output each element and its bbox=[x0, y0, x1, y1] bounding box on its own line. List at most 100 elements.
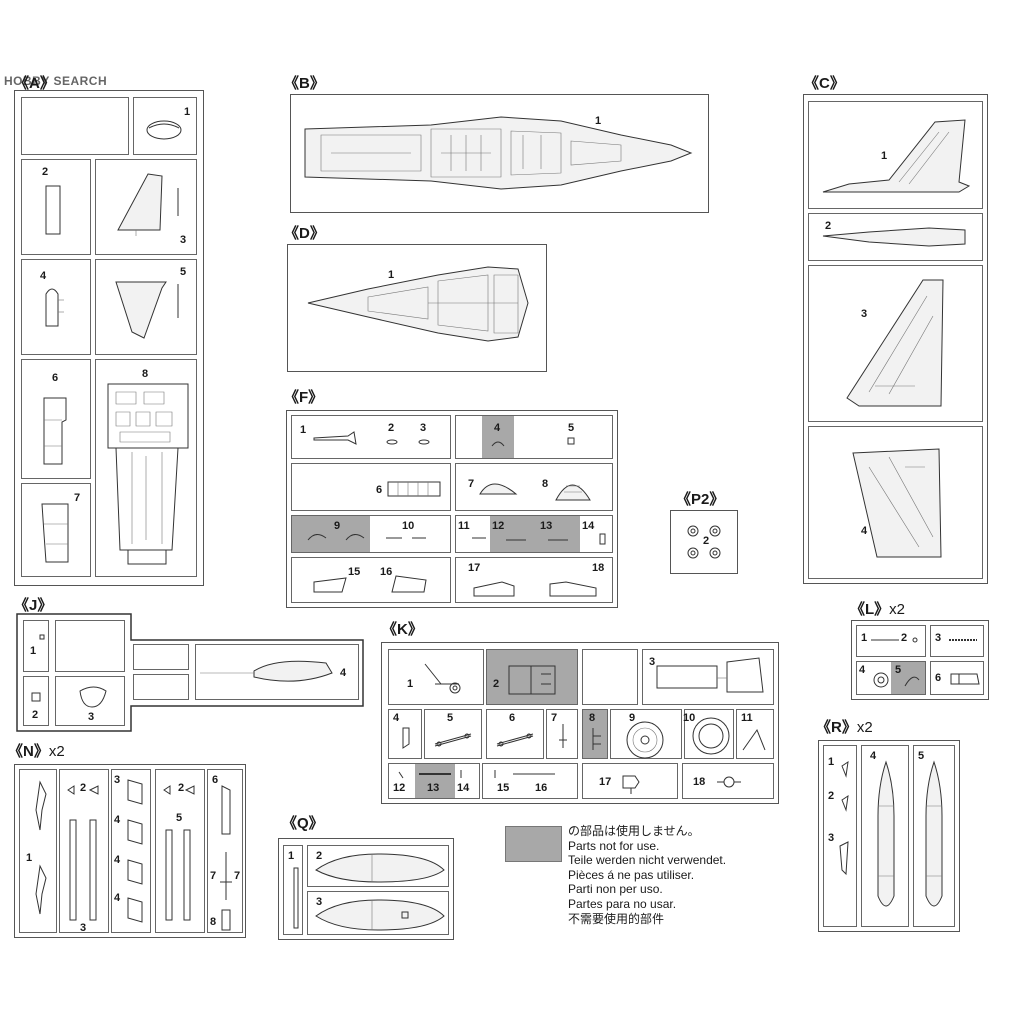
part-number: 3 bbox=[316, 896, 323, 908]
sprue-l-cell-1-2: 1 2 bbox=[856, 625, 926, 657]
sprue-j-cell-2: 2 bbox=[23, 676, 49, 726]
part-n5-drawing bbox=[163, 785, 195, 921]
part-j3-drawing bbox=[79, 686, 107, 708]
unused-part-highlight bbox=[292, 516, 370, 552]
unused-part-highlight bbox=[891, 662, 925, 694]
part-number: 2 bbox=[80, 782, 87, 794]
part-number: 5 bbox=[180, 266, 187, 278]
part-number: 15 bbox=[348, 566, 361, 578]
sprue-r-label: 《R》x2 bbox=[816, 716, 873, 737]
part-number: 2 bbox=[901, 632, 908, 644]
part-number: 2 bbox=[316, 850, 323, 862]
part-j2-drawing bbox=[31, 692, 41, 702]
sprue-k-cell-18: 18 bbox=[682, 763, 774, 799]
legend-line-es: Partes para no usar. bbox=[568, 896, 677, 911]
part-n1-drawing bbox=[35, 780, 47, 915]
sprue-l-quantity: x2 bbox=[889, 601, 906, 618]
sprue-c: 1 2 3 4 bbox=[803, 94, 988, 584]
part-k3-drawing bbox=[656, 657, 764, 693]
part-a3-drawing bbox=[117, 173, 179, 236]
sprue-k-cell-8: 8 bbox=[582, 709, 608, 759]
sprue-l-label: 《L》x2 bbox=[850, 598, 905, 619]
parts-f9-10-drawing bbox=[307, 534, 426, 541]
sprue-k-cell-17: 17 bbox=[582, 763, 678, 799]
part-number: 1 bbox=[388, 269, 395, 281]
sprue-l: 1 2 3 4 5 6 bbox=[851, 620, 989, 700]
legend-line-en: Parts not for use. bbox=[568, 838, 660, 853]
sprue-r-cell-1-3: 1 2 3 bbox=[823, 745, 857, 927]
part-number: 6 bbox=[212, 774, 219, 786]
part-number: 9 bbox=[334, 520, 341, 532]
part-f6-instrument-panel-drawing bbox=[387, 481, 441, 497]
sprue-l-cell-6: 6 bbox=[930, 661, 984, 695]
sprue-a: 1 2 3 4 5 6 7 8 bbox=[14, 90, 204, 586]
part-number: 8 bbox=[142, 368, 149, 380]
part-c4-wing-lower-drawing bbox=[852, 448, 942, 558]
sprue-a-cell-4: 4 bbox=[21, 259, 91, 355]
part-number: 5 bbox=[568, 422, 575, 434]
part-number: 6 bbox=[935, 672, 942, 684]
sprue-j-empty-cell bbox=[133, 674, 189, 700]
part-number: 17 bbox=[599, 776, 612, 788]
sprue-a-label: 《A》 bbox=[14, 75, 55, 92]
sprue-b-label: 《B》 bbox=[284, 75, 325, 92]
part-number: 4 bbox=[114, 814, 121, 826]
part-number: 7 bbox=[234, 870, 241, 882]
sprue-d: 1 bbox=[287, 244, 547, 372]
unused-parts-legend: の部品は使用しません。 Parts not for use. Teile wer… bbox=[568, 824, 726, 926]
part-k11-drawing bbox=[742, 728, 766, 751]
sprue-n-cell-2-3: 2 3 bbox=[59, 769, 109, 934]
parts-f4-5-drawing bbox=[491, 437, 575, 447]
part-number: 3 bbox=[88, 711, 95, 723]
unused-part-highlight bbox=[583, 710, 607, 758]
part-p2-wheels-drawing bbox=[687, 525, 721, 559]
sprue-k-cell-4: 4 bbox=[388, 709, 422, 759]
part-number: 3 bbox=[420, 422, 427, 434]
part-number: 18 bbox=[693, 776, 706, 788]
sprue-a-empty-cell bbox=[21, 97, 129, 155]
sprue-f-cell-15-16: 15 16 bbox=[291, 557, 451, 603]
part-number: 2 bbox=[388, 422, 395, 434]
sprue-a-cell-5: 5 bbox=[95, 259, 197, 355]
sprue-k-cell-7: 7 bbox=[546, 709, 578, 759]
part-j4-canopy-drawing bbox=[200, 660, 333, 682]
parts-f7-8-drawing bbox=[479, 483, 591, 501]
part-a8-cockpit-tub-drawing bbox=[107, 383, 189, 565]
unused-part-highlight bbox=[415, 764, 455, 798]
part-number: 3 bbox=[649, 656, 656, 668]
part-number: 5 bbox=[918, 750, 925, 762]
sprue-k-label: 《K》 bbox=[382, 621, 423, 638]
sprue-f: 1 2 3 4 5 6 7 8 9 10 11 12 13 14 15 16 1… bbox=[286, 410, 618, 608]
sprue-f-cell-9-10: 9 10 bbox=[291, 515, 451, 553]
part-number: 1 bbox=[407, 678, 414, 690]
sprue-a-cell-1: 1 bbox=[133, 97, 197, 155]
part-k5-drawing bbox=[434, 733, 472, 747]
parts-f15-16-drawing bbox=[313, 575, 427, 593]
part-number: 3 bbox=[828, 832, 835, 844]
sprue-j-label: 《J》 bbox=[14, 597, 53, 614]
part-number: 1 bbox=[26, 852, 33, 864]
legend-line-zh: 不需要使用的部件 bbox=[568, 911, 665, 926]
legend-line-de: Teile werden nicht verwendet. bbox=[568, 853, 727, 868]
part-number: 8 bbox=[589, 712, 596, 724]
sprue-n-cell-4: 3 4 4 4 bbox=[111, 769, 151, 933]
sprue-q: 1 2 3 bbox=[278, 838, 454, 940]
part-l3-drawing bbox=[949, 639, 977, 641]
sprue-j-cell-4: 4 bbox=[195, 644, 359, 700]
part-number: 5 bbox=[895, 664, 902, 676]
sprue-k-cell-15-16: 15 16 bbox=[482, 763, 578, 799]
part-number: 4 bbox=[114, 892, 121, 904]
sprue-n-quantity: x2 bbox=[48, 743, 65, 760]
part-number: 10 bbox=[683, 712, 696, 724]
sprue-a-cell-6: 6 bbox=[21, 359, 91, 479]
part-r4-fuel-tank-drawing bbox=[877, 760, 895, 907]
part-number: 1 bbox=[288, 850, 295, 862]
part-number: 10 bbox=[402, 520, 415, 532]
sprue-q-cell-2: 2 bbox=[307, 845, 449, 887]
part-number: 4 bbox=[114, 854, 121, 866]
part-a2-drawing bbox=[45, 185, 61, 235]
sprue-k-cell-12-14: 12 13 14 bbox=[388, 763, 480, 799]
part-c2-drawing bbox=[822, 227, 966, 247]
sprue-k-cell-9-10: 9 bbox=[610, 709, 682, 759]
sprue-n: 1 2 3 3 4 4 4 2 5 6 7 7 8 bbox=[14, 764, 246, 938]
